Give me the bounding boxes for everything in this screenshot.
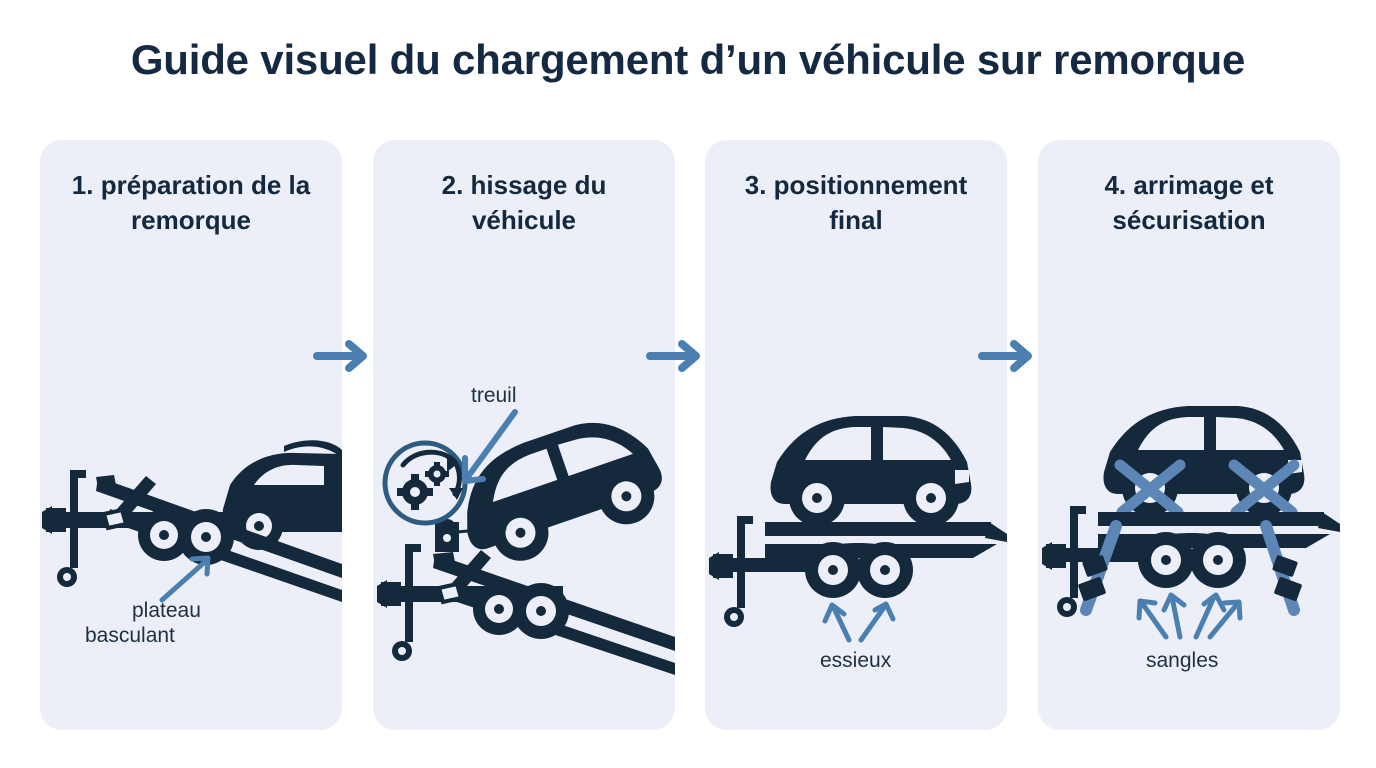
arrow-step-3-to-4-icon xyxy=(978,340,1032,372)
step-1-illustration: plateau basculant xyxy=(42,440,342,647)
step-panel-4[interactable]: 4. arrimage et sécurisation xyxy=(1038,140,1340,730)
annotation-arrow-icon xyxy=(1136,592,1243,640)
step-2-heading: 2. hissage du véhicule xyxy=(441,170,607,236)
tilted-trailer-icon xyxy=(377,544,675,675)
strap-icon xyxy=(1114,459,1300,518)
steps-container: 1. préparation de la remorque xyxy=(0,140,1376,732)
step-panel-2[interactable]: 2. hissage du véhicule xyxy=(373,140,675,730)
step-4-annotation: sangles xyxy=(1146,649,1218,672)
winch-gear-icon xyxy=(382,440,468,526)
car-partial-icon xyxy=(222,440,342,550)
car-on-ramp-icon xyxy=(467,422,662,561)
page-title: Guide visuel du chargement d’un véhicule… xyxy=(130,36,1246,83)
step-1-annotation: basculant xyxy=(85,624,175,647)
arrow-step-1-to-2-icon xyxy=(313,340,367,372)
winch-mount-icon xyxy=(435,519,507,552)
flat-trailer-icon xyxy=(709,516,1007,627)
tandem-axle-icon xyxy=(805,542,913,598)
ratchet-buckle-icon xyxy=(1078,520,1302,616)
tilted-trailer-icon xyxy=(42,470,342,602)
step-3-annotation: essieux xyxy=(820,649,892,672)
step-panel-3[interactable]: 3. positionnement final xyxy=(705,140,1007,730)
step-3-heading: 3. positionnement final xyxy=(744,170,968,236)
step-2-illustration: treuil xyxy=(377,384,675,675)
step-1-annotation-line-1: plateau xyxy=(132,599,201,622)
arrow-step-2-to-3-icon xyxy=(646,340,700,372)
annotation-arrow-icon xyxy=(462,409,518,484)
step-3-illustration: essieux xyxy=(709,416,1007,672)
step-2-annotation: treuil xyxy=(471,384,517,407)
annotation-arrow-icon xyxy=(822,601,896,643)
car-loaded-icon xyxy=(770,416,972,526)
step-4-heading: 4. arrimage et sécurisation xyxy=(1104,170,1274,236)
step-4-illustration: sangles xyxy=(1042,406,1340,672)
step-panel-1[interactable]: 1. préparation de la remorque xyxy=(40,140,342,730)
annotation-arrow-icon xyxy=(159,555,211,603)
step-1-heading: 1. préparation de la remorque xyxy=(71,170,311,236)
